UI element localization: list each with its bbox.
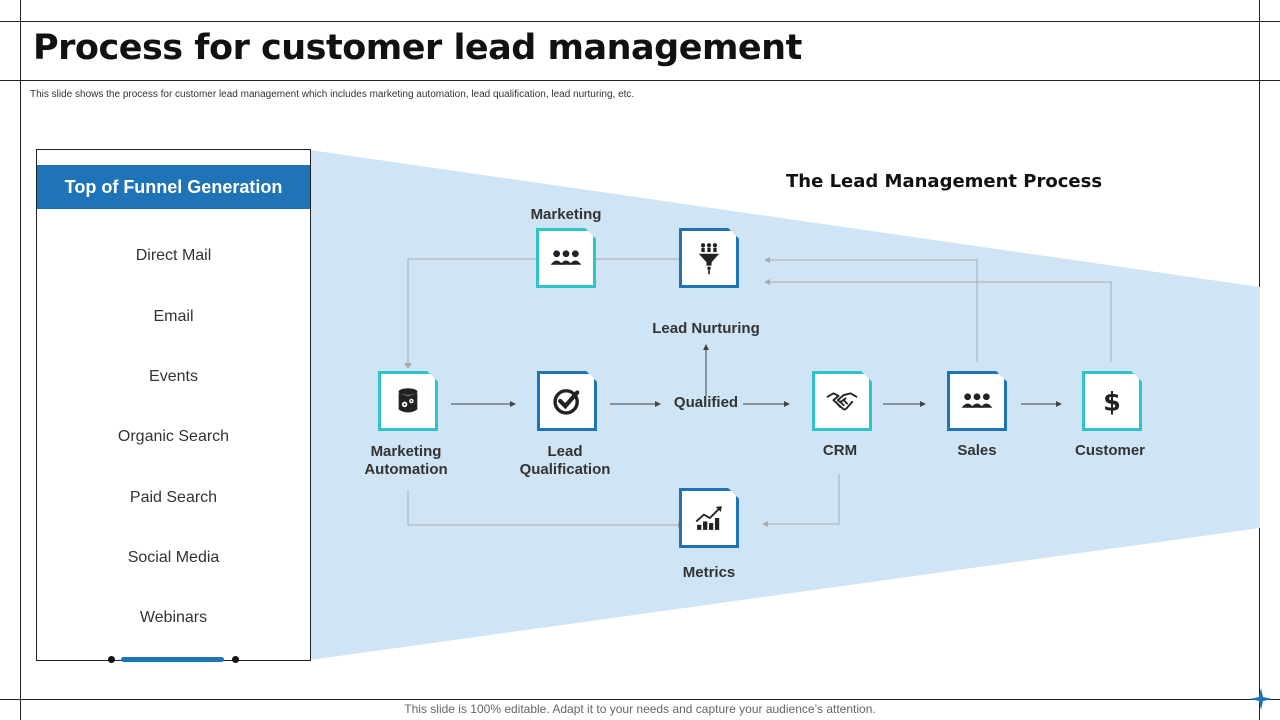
- panel-dot-left: [108, 656, 115, 663]
- crm-node: [812, 371, 872, 431]
- people-group-icon: [961, 393, 993, 408]
- lead-qualification-label: Lead Qualification: [505, 443, 625, 479]
- marketing-node: [536, 228, 596, 288]
- customer-node: $: [1082, 371, 1142, 431]
- customer-label: Customer: [1074, 442, 1145, 459]
- people-group-icon: [550, 250, 582, 265]
- qualified-label: Qualified: [673, 394, 739, 411]
- metrics-label: Metrics: [682, 564, 736, 581]
- checkmark-circle-icon: [553, 389, 580, 415]
- funnel-item-direct-mail: Direct Mail: [135, 247, 212, 264]
- svg-text:$: $: [1103, 387, 1121, 417]
- metrics-node: [679, 488, 739, 548]
- funnel-header: Top of Funnel Generation: [37, 165, 310, 209]
- frame-title-line: [0, 80, 1280, 81]
- marketing-label: Marketing: [530, 206, 602, 223]
- bar-chart-icon: [695, 506, 722, 530]
- marketing-automation-node: [378, 371, 438, 431]
- funnel-item-email: Email: [153, 308, 194, 325]
- page-title: Process for customer lead management: [33, 28, 802, 68]
- database-gear-icon: [398, 388, 418, 413]
- marketing-automation-label-line2: Automation: [364, 461, 448, 478]
- lead-qualification-label-line2: Qualification: [519, 461, 611, 478]
- star-icon: [1250, 688, 1272, 710]
- sales-node: [947, 371, 1007, 431]
- panel-dot-right: [232, 656, 239, 663]
- crm-label: CRM: [822, 442, 858, 459]
- lead-qualification-label-line1: Lead: [547, 443, 583, 460]
- funnel-item-events: Events: [149, 368, 198, 385]
- funnel-item-webinars: Webinars: [139, 609, 208, 626]
- funnel-panel: Top of Funnel Generation Direct Mail Ema…: [36, 149, 311, 661]
- funnel-item-organic-search: Organic Search: [117, 428, 230, 445]
- frame-left-line: [20, 0, 21, 720]
- page-subtitle: This slide shows the process for custome…: [30, 89, 635, 100]
- funnel-people-icon: [698, 243, 720, 275]
- marketing-automation-label: Marketing Automation: [346, 443, 466, 479]
- footer-note: This slide is 100% editable. Adapt it to…: [404, 702, 876, 716]
- funnel-item-paid-search: Paid Search: [129, 489, 218, 506]
- lead-qualification-node: [537, 371, 597, 431]
- panel-pill: [121, 657, 224, 662]
- funnel-item-social-media: Social Media: [127, 549, 220, 566]
- flow-arrows: [451, 349, 1057, 405]
- handshake-icon: [826, 392, 858, 411]
- dollar-icon: $: [1103, 387, 1121, 417]
- flow-arrowheads: [510, 344, 1062, 407]
- marketing-automation-label-line1: Marketing: [370, 443, 442, 460]
- frame-bottom-line: [0, 699, 1280, 700]
- sales-label: Sales: [957, 442, 997, 459]
- process-title: The Lead Management Process: [786, 171, 1103, 192]
- frame-top-line: [0, 21, 1280, 22]
- lead-nurturing-node: [679, 228, 739, 288]
- lead-nurturing-label: Lead Nurturing: [652, 320, 760, 337]
